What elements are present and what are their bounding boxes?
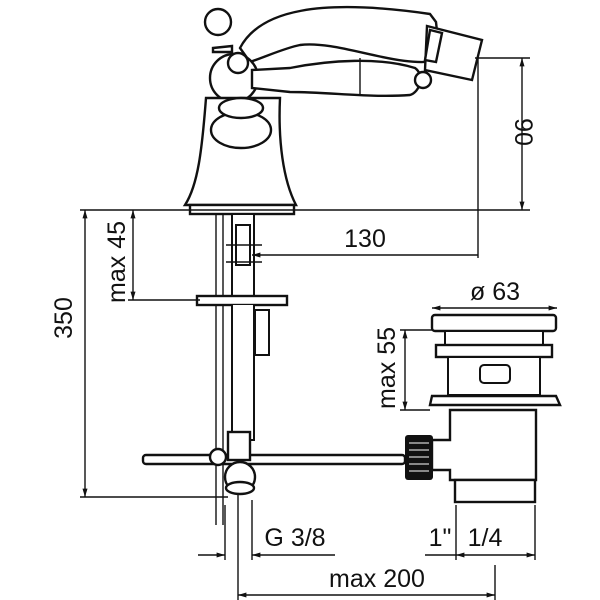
dim-max-45: max 45 xyxy=(103,221,131,303)
faucet-body xyxy=(182,5,484,216)
dim-1-4: 1/4 xyxy=(468,524,503,552)
knob-icon xyxy=(203,7,233,37)
dim-max-55: max 55 xyxy=(373,327,401,409)
dim-130: 130 xyxy=(344,225,386,253)
dim-350: 350 xyxy=(50,297,78,339)
dim-1-inch: 1" xyxy=(429,524,452,552)
dim-90: 90 xyxy=(509,118,537,146)
dim-g-3-8: G 3/8 xyxy=(264,524,325,552)
drain-assembly xyxy=(405,313,562,504)
dimension-lines xyxy=(80,57,557,600)
shank-assembly xyxy=(141,213,407,525)
dim-max-200: max 200 xyxy=(329,565,425,593)
dim-diameter-63: ø 63 xyxy=(470,278,520,306)
